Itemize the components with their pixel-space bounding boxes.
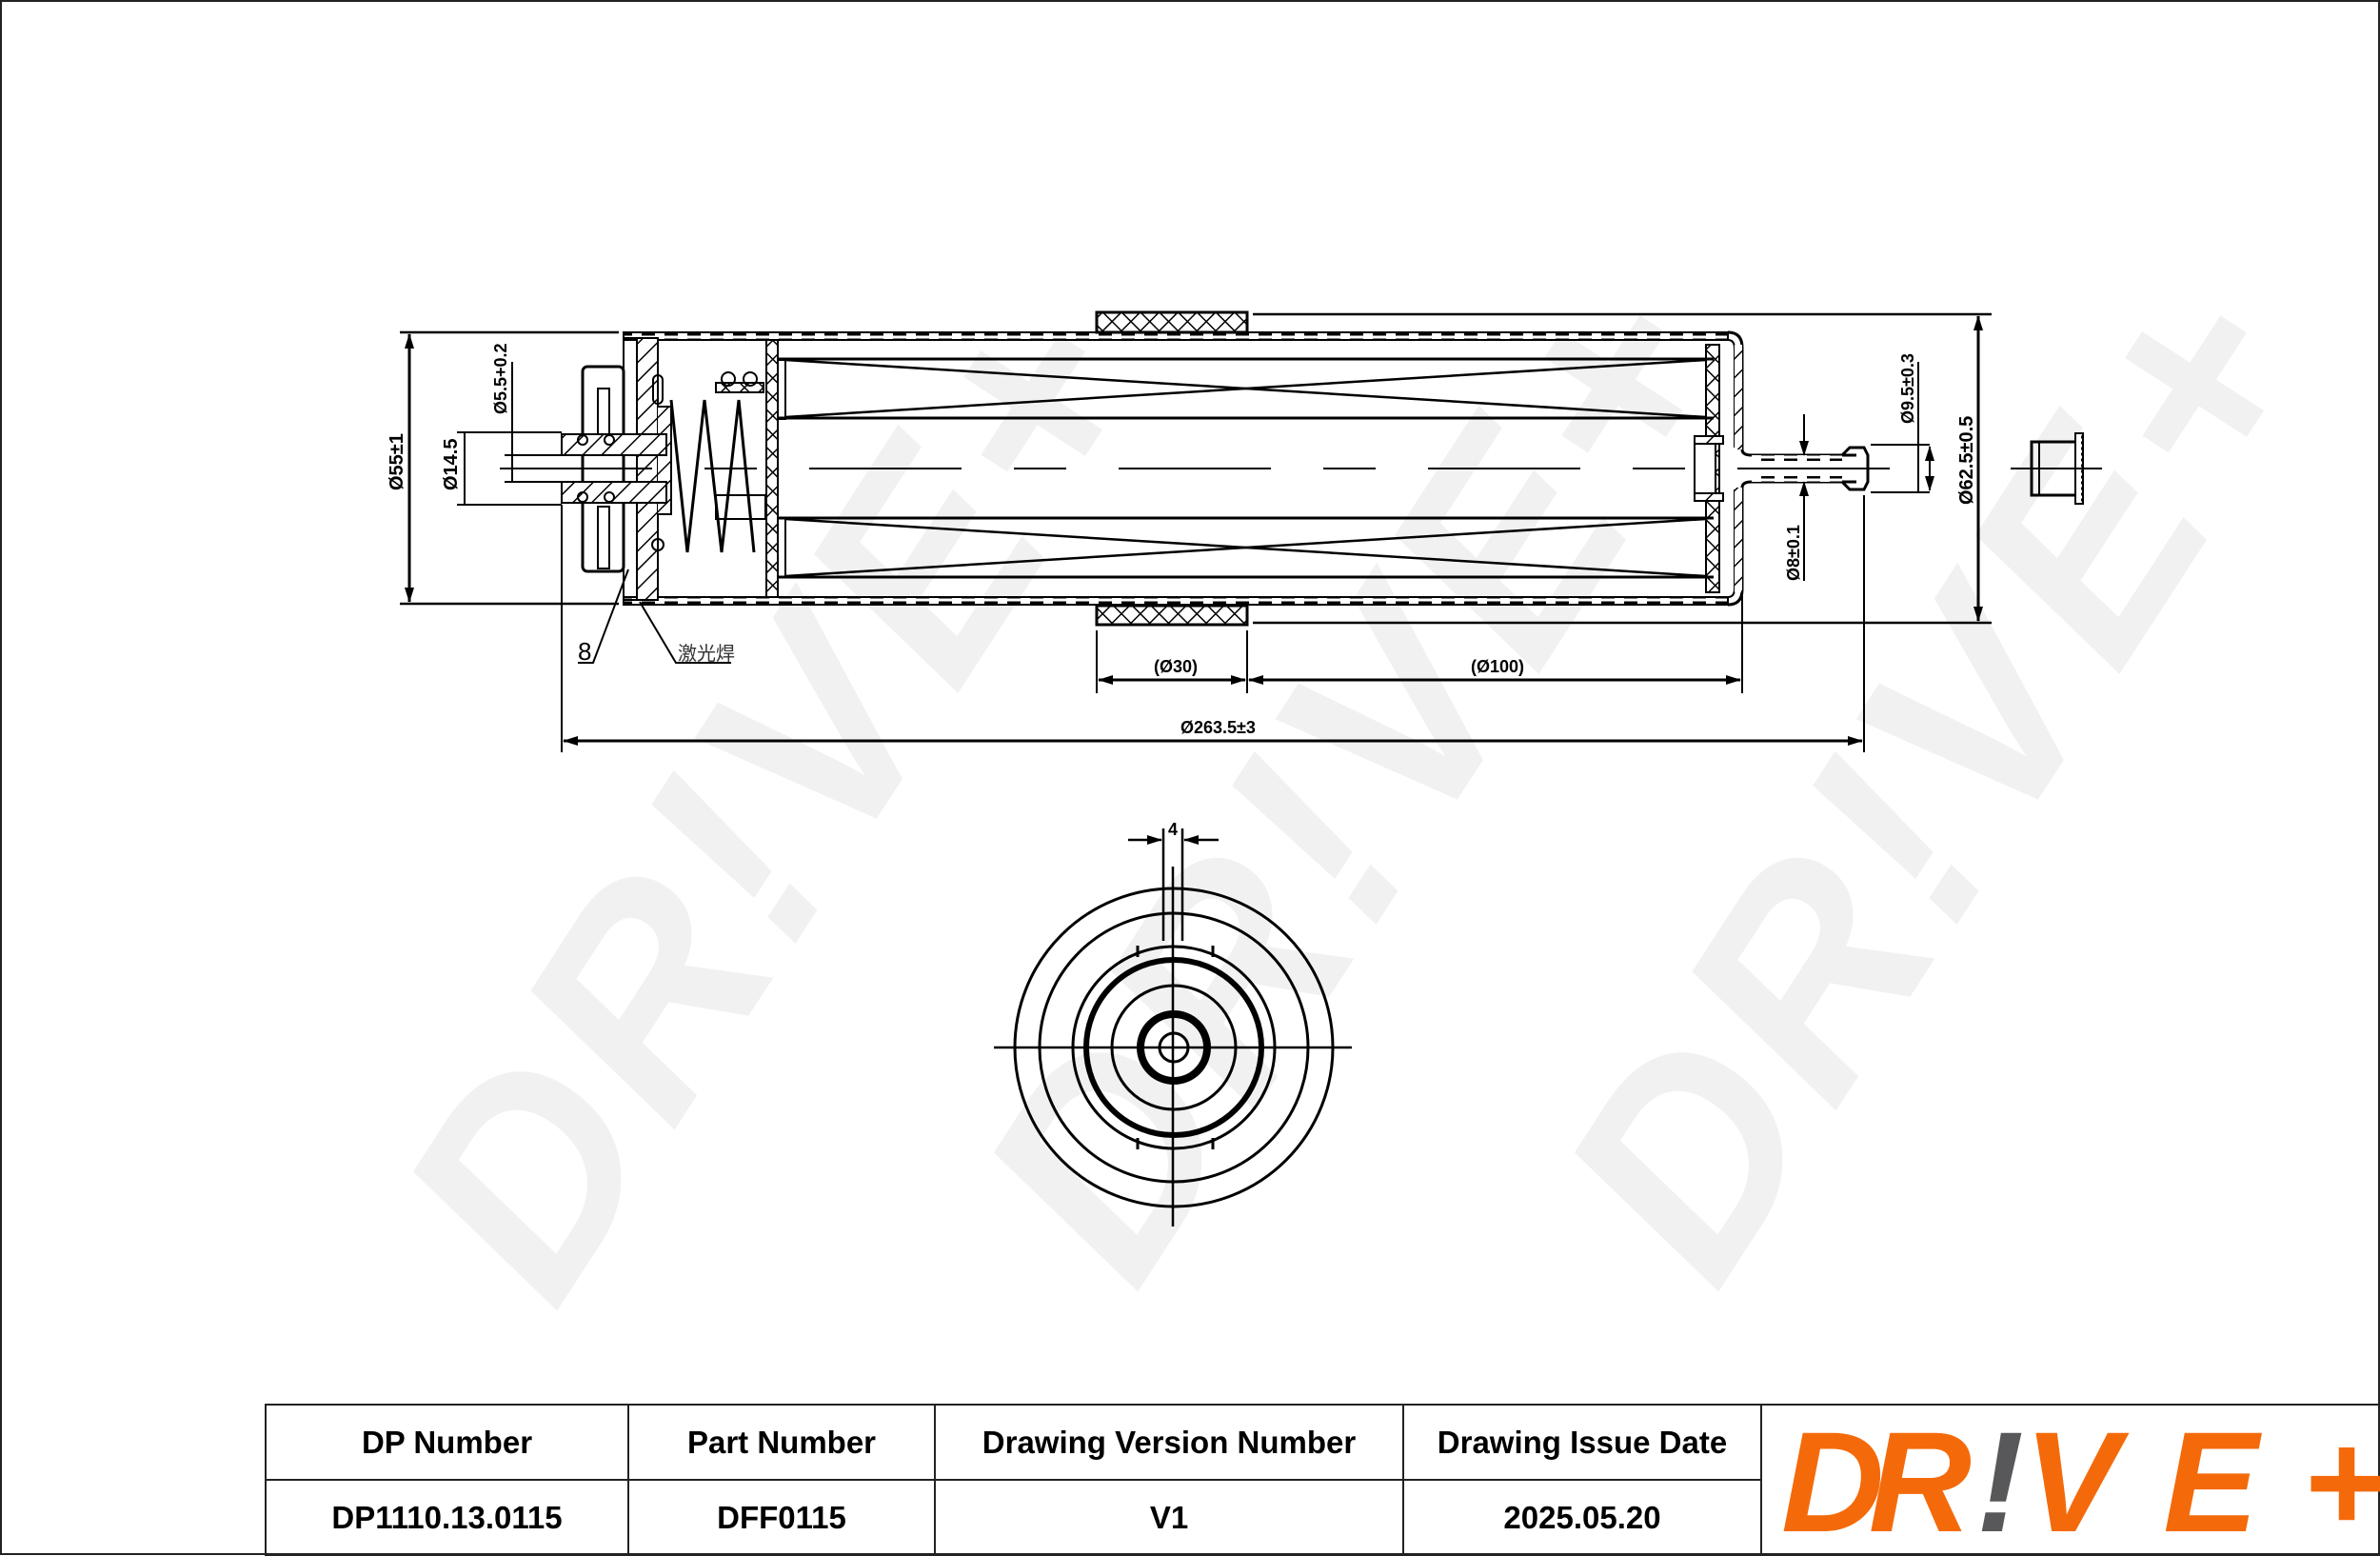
dim-inlet-bore: Ø5.5+0.2 [491, 343, 510, 414]
dim-housing-diameter: Ø62.5±0.5 [1956, 416, 1977, 505]
end-view [994, 828, 1352, 1227]
title-block: DP Number Part Number Drawing Version Nu… [265, 1404, 2380, 1556]
value-drawing-version: V1 [934, 1479, 1404, 1556]
value-dp-number: DP1110.13.0115 [265, 1479, 629, 1556]
side-view [400, 310, 2102, 752]
dim-inlet-outer: Ø14.5 [441, 439, 462, 490]
dimension-labels: Ø55±1 Ø14.5 Ø5.5+0.2 Ø9.5±0.3 Ø8±0.1 Ø62… [387, 343, 1977, 839]
dim-slot-width: 4 [1168, 820, 1178, 839]
logo-cell: DR ! VE+ [1760, 1404, 2380, 1556]
dim-sleeve-to-end: (Ø100) [1471, 657, 1524, 676]
dim-outlet-outer: Ø9.5±0.3 [1898, 353, 1917, 424]
header-issue-date: Drawing Issue Date [1402, 1404, 1762, 1481]
callout-weld-note: 激光焊 [678, 643, 735, 665]
dim-diameter-55: Ø55±1 [387, 433, 407, 490]
dim-sleeve-width: (Ø30) [1154, 657, 1198, 676]
dim-outlet-inner: Ø8±0.1 [1784, 525, 1803, 581]
dim-overall-length: Ø263.5±3 [1180, 718, 1256, 737]
callout-part-number: 8 [578, 637, 591, 666]
svg-text:!: ! [1976, 1419, 2024, 1543]
value-part-number: DFF0115 [627, 1479, 936, 1556]
drive-plus-logo: DR ! VE+ [1781, 1419, 2380, 1543]
svg-text:DR: DR [1781, 1419, 1972, 1543]
svg-text:VE+: VE+ [2024, 1419, 2380, 1543]
header-dp-number: DP Number [265, 1404, 629, 1481]
value-issue-date: 2025.05.20 [1402, 1479, 1762, 1556]
header-drawing-version: Drawing Version Number [934, 1404, 1404, 1481]
header-part-number: Part Number [627, 1404, 936, 1481]
